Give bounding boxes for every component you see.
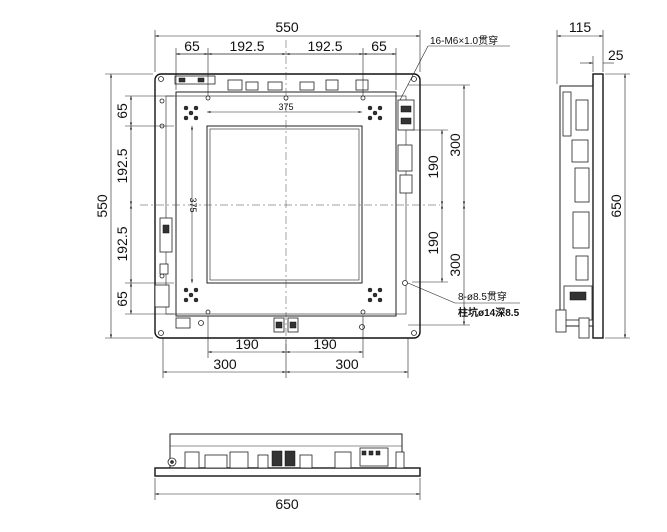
hole-cluster-tl xyxy=(183,105,199,121)
dim-top-seg-1: 65 xyxy=(184,38,200,54)
dim-top-seg-2: 192.5 xyxy=(229,38,264,54)
side-flange xyxy=(592,73,604,339)
dim-top-seg-4: 65 xyxy=(371,38,387,54)
dim-left-seg-2: 192.5 xyxy=(114,148,130,183)
dim-side-flange: 25 xyxy=(608,47,624,63)
dim-left-seg-3: 192.5 xyxy=(114,226,130,261)
dim-right-inner-1: 190 xyxy=(425,155,441,179)
dim-bottom-inner-2: 190 xyxy=(313,336,337,352)
hole-cluster-bl xyxy=(183,287,199,303)
dim-inner-height: 375 xyxy=(188,197,198,212)
dim-bottom-width: 650 xyxy=(275,496,299,512)
bottom-flange xyxy=(154,467,421,477)
front-view: 550 65 192.5 192.5 65 375 375 550 65 192… xyxy=(94,19,520,378)
dim-right-outer-2: 300 xyxy=(447,253,463,277)
dim-bottom-inner-1: 190 xyxy=(235,336,259,352)
dim-left-seg-4: 65 xyxy=(114,291,130,307)
bottom-view: 650 xyxy=(154,433,421,512)
dim-left-total: 550 xyxy=(94,194,110,218)
dim-bottom-outer-1: 300 xyxy=(213,356,237,372)
hole-cluster-tr xyxy=(367,105,383,121)
dim-right-inner-2: 190 xyxy=(425,231,441,255)
dim-left-seg-1: 65 xyxy=(114,103,130,119)
note-counterbore: 柱坑ø14深8.5 xyxy=(458,306,520,319)
dim-side-width: 115 xyxy=(569,19,592,35)
side-body xyxy=(559,85,594,327)
dim-top-total: 550 xyxy=(275,19,299,35)
inner-window xyxy=(206,125,363,284)
note-hole-through: 8-ø8.5贯穿 xyxy=(458,290,507,303)
dim-side-height: 650 xyxy=(608,194,624,218)
bottom-body xyxy=(169,433,403,469)
outer-plate xyxy=(154,73,421,339)
hole-cluster-br xyxy=(367,287,383,303)
dim-top-seg-3: 192.5 xyxy=(307,38,342,54)
side-view: 115 25 650 xyxy=(555,19,630,339)
note-m6-thread: 16-M6×1.0贯穿 xyxy=(430,34,498,47)
dim-right-outer-1: 300 xyxy=(447,133,463,157)
dim-inner-width: 375 xyxy=(278,102,293,112)
dim-bottom-outer-2: 300 xyxy=(335,356,359,372)
